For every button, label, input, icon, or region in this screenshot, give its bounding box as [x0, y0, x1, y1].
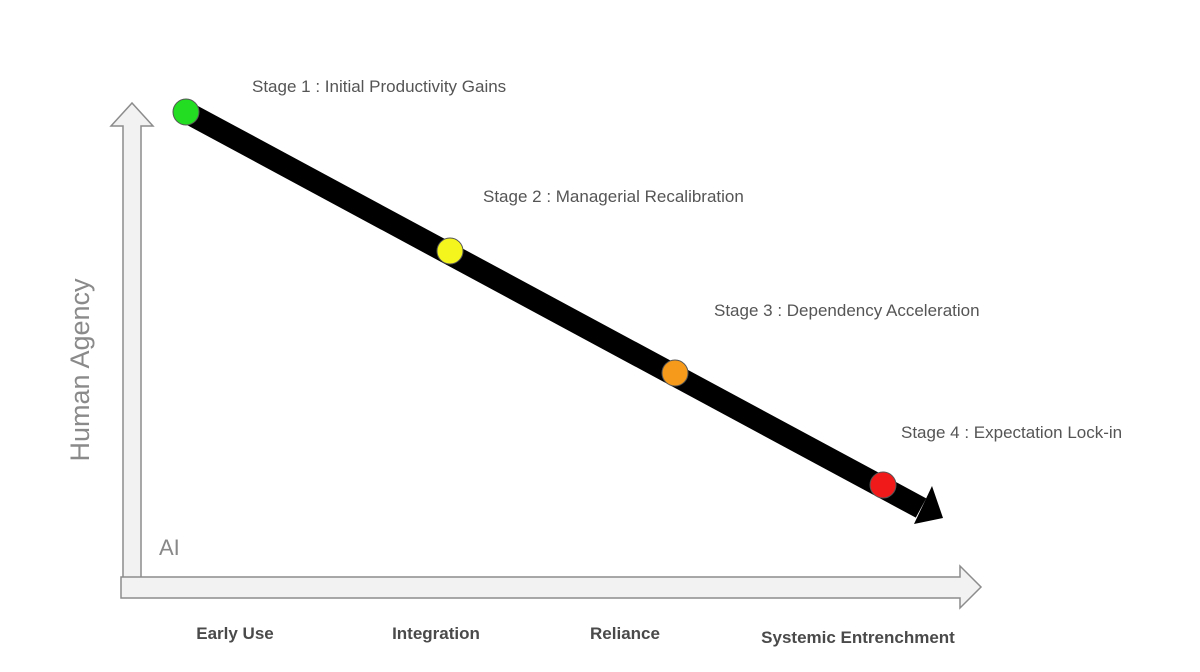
stage-4-marker [869, 471, 897, 499]
x-category-reliance: Reliance [590, 624, 660, 643]
stage-3-marker [661, 359, 689, 387]
stage-2-label: Stage 2 : Managerial Recalibration [483, 187, 744, 206]
stage-1-label: Stage 1 : Initial Productivity Gains [252, 77, 506, 96]
x-category-early-use: Early Use [196, 624, 274, 643]
origin-label: AI [159, 535, 180, 560]
x-axis-arrow [120, 564, 983, 610]
x-category-integration: Integration [392, 624, 480, 643]
trend-arrow [180, 102, 943, 524]
stage-2-marker [436, 237, 464, 265]
x-category-systemic-entrenchment: Systemic Entrenchment [761, 628, 955, 647]
stage-3-label: Stage 3 : Dependency Acceleration [714, 301, 980, 320]
stage-1-marker [172, 98, 200, 126]
trend-arrowhead [914, 486, 943, 524]
y-axis-title: Human Agency [65, 278, 95, 462]
y-axis-arrow [109, 101, 155, 579]
stage-4-label: Stage 4 : Expectation Lock-in [901, 423, 1122, 442]
